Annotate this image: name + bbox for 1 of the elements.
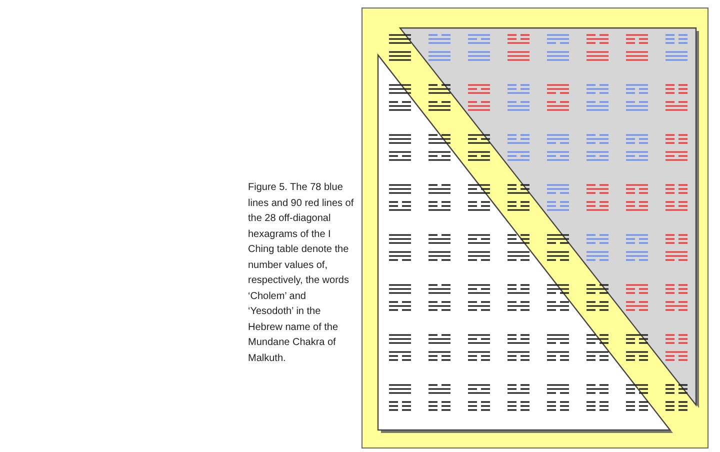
figure-caption: Figure 5. The 78 blue lines and 90 red lines of the 28 off-diagonal hexagrams of the I Ching table denote the number values of, respectively, the words ‘Cholem’ and ‘Yesodoth’ in the Hebrew name of the Mundane Chakra of Malkuth. — [248, 181, 354, 366]
